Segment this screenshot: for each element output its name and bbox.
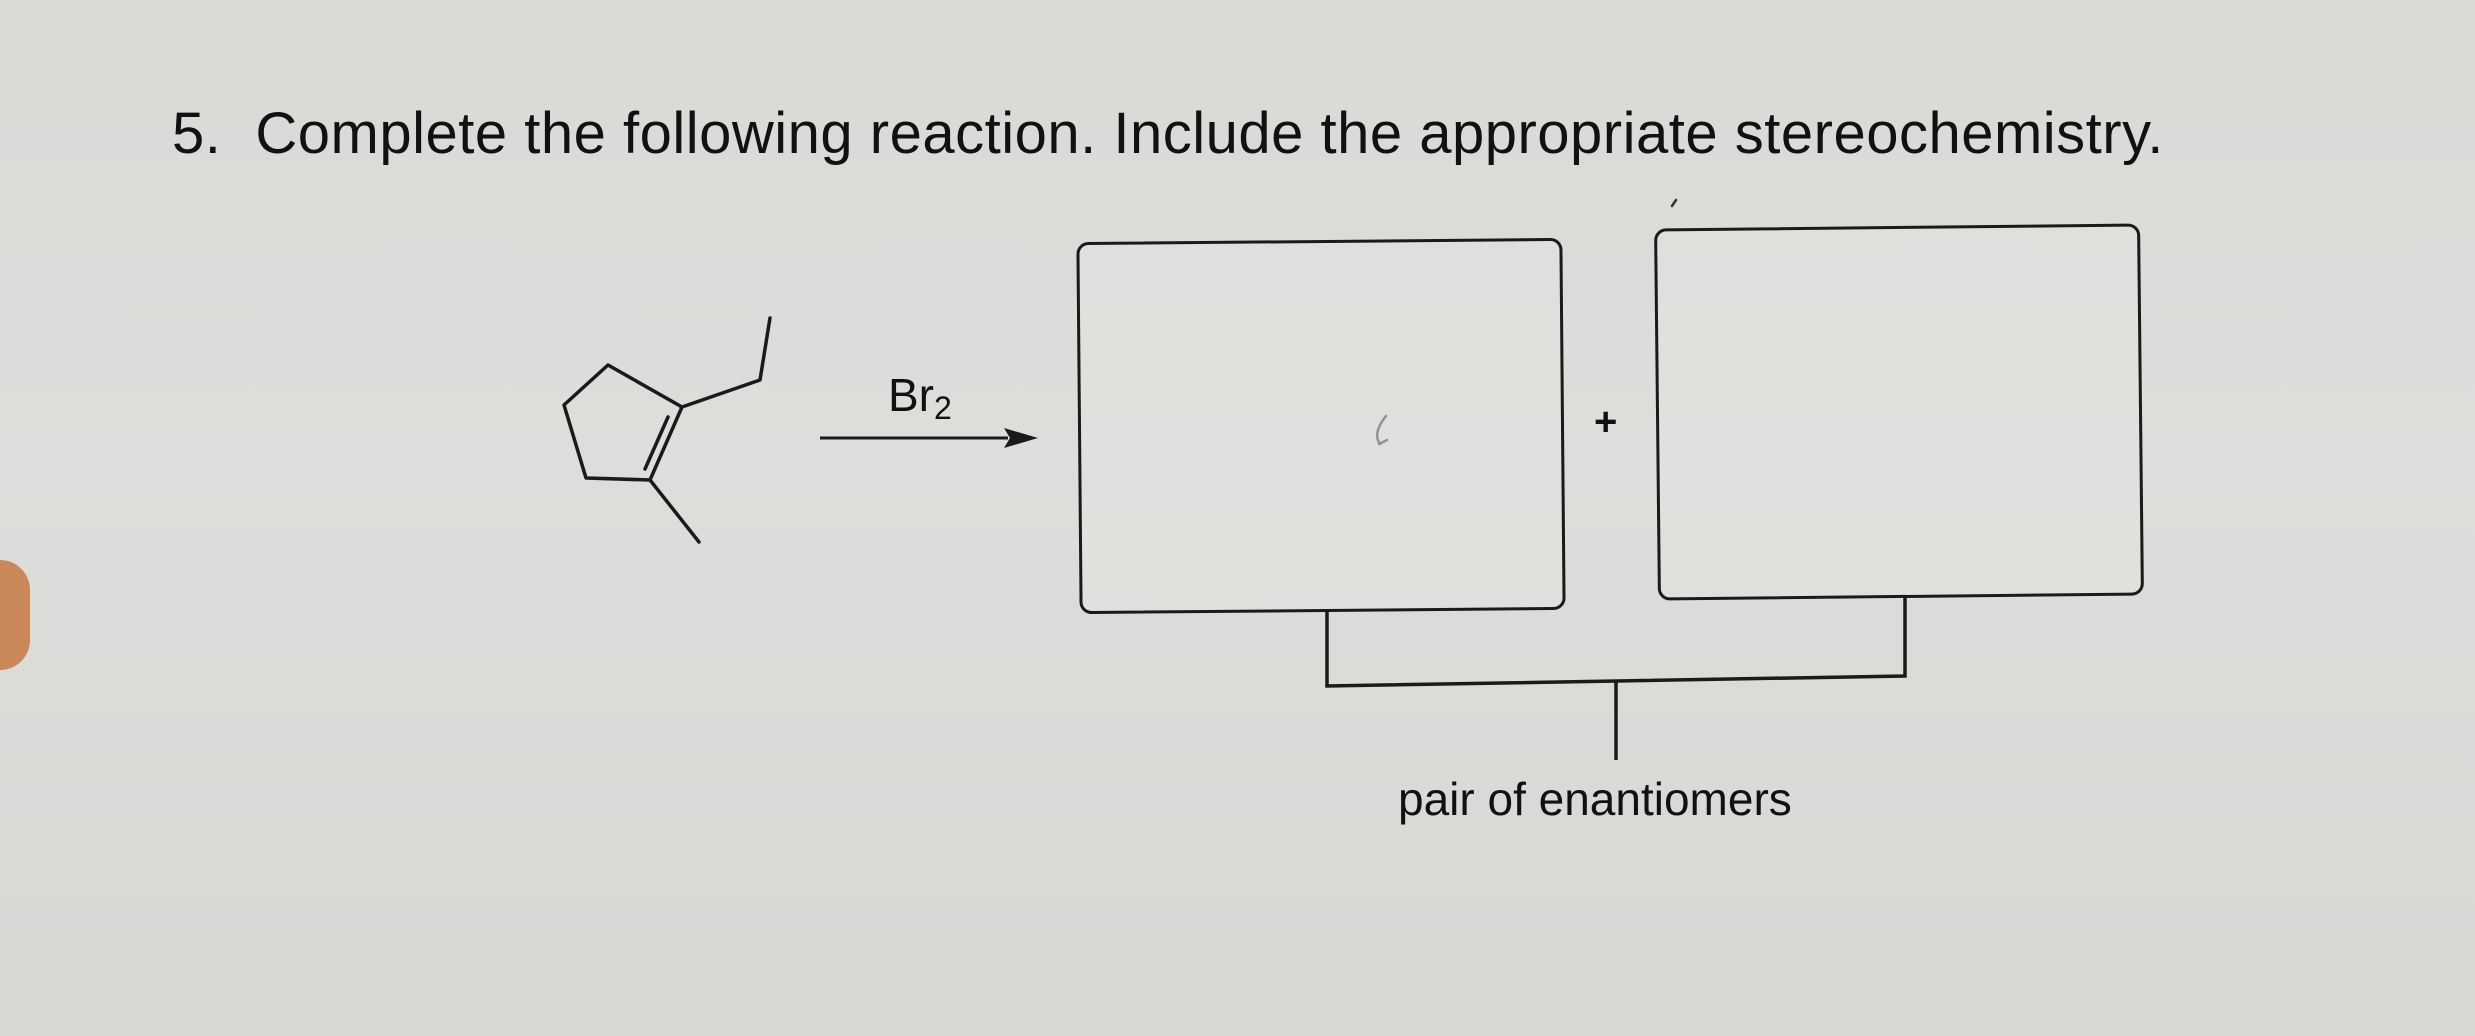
ring-bonds [562, 363, 684, 482]
enantiomer-pair-label: pair of enantiomers [1398, 773, 1792, 825]
product-answer-box-1[interactable] [1076, 237, 1566, 615]
question-number: 5. [172, 101, 222, 166]
methyl-substituent [648, 478, 701, 544]
double-bond-inner-line [643, 415, 670, 471]
ethyl-substituent [680, 316, 772, 409]
question-prompt: 5. Complete the following reaction. Inclu… [172, 100, 2164, 167]
product-answer-box-2[interactable] [1654, 223, 2144, 601]
question-text: Complete the following reaction. Include… [255, 101, 2164, 166]
enantiomer-bracket [1325, 596, 1907, 760]
reagent-subscript: 2 [934, 390, 952, 426]
reagent-label: Br2 [888, 368, 952, 427]
reagent-main: Br [888, 369, 934, 421]
page-edge-object [0, 560, 30, 670]
reaction-arrow [820, 428, 1038, 448]
starting-material-structure [562, 316, 772, 544]
plus-sign: + [1594, 400, 1618, 444]
